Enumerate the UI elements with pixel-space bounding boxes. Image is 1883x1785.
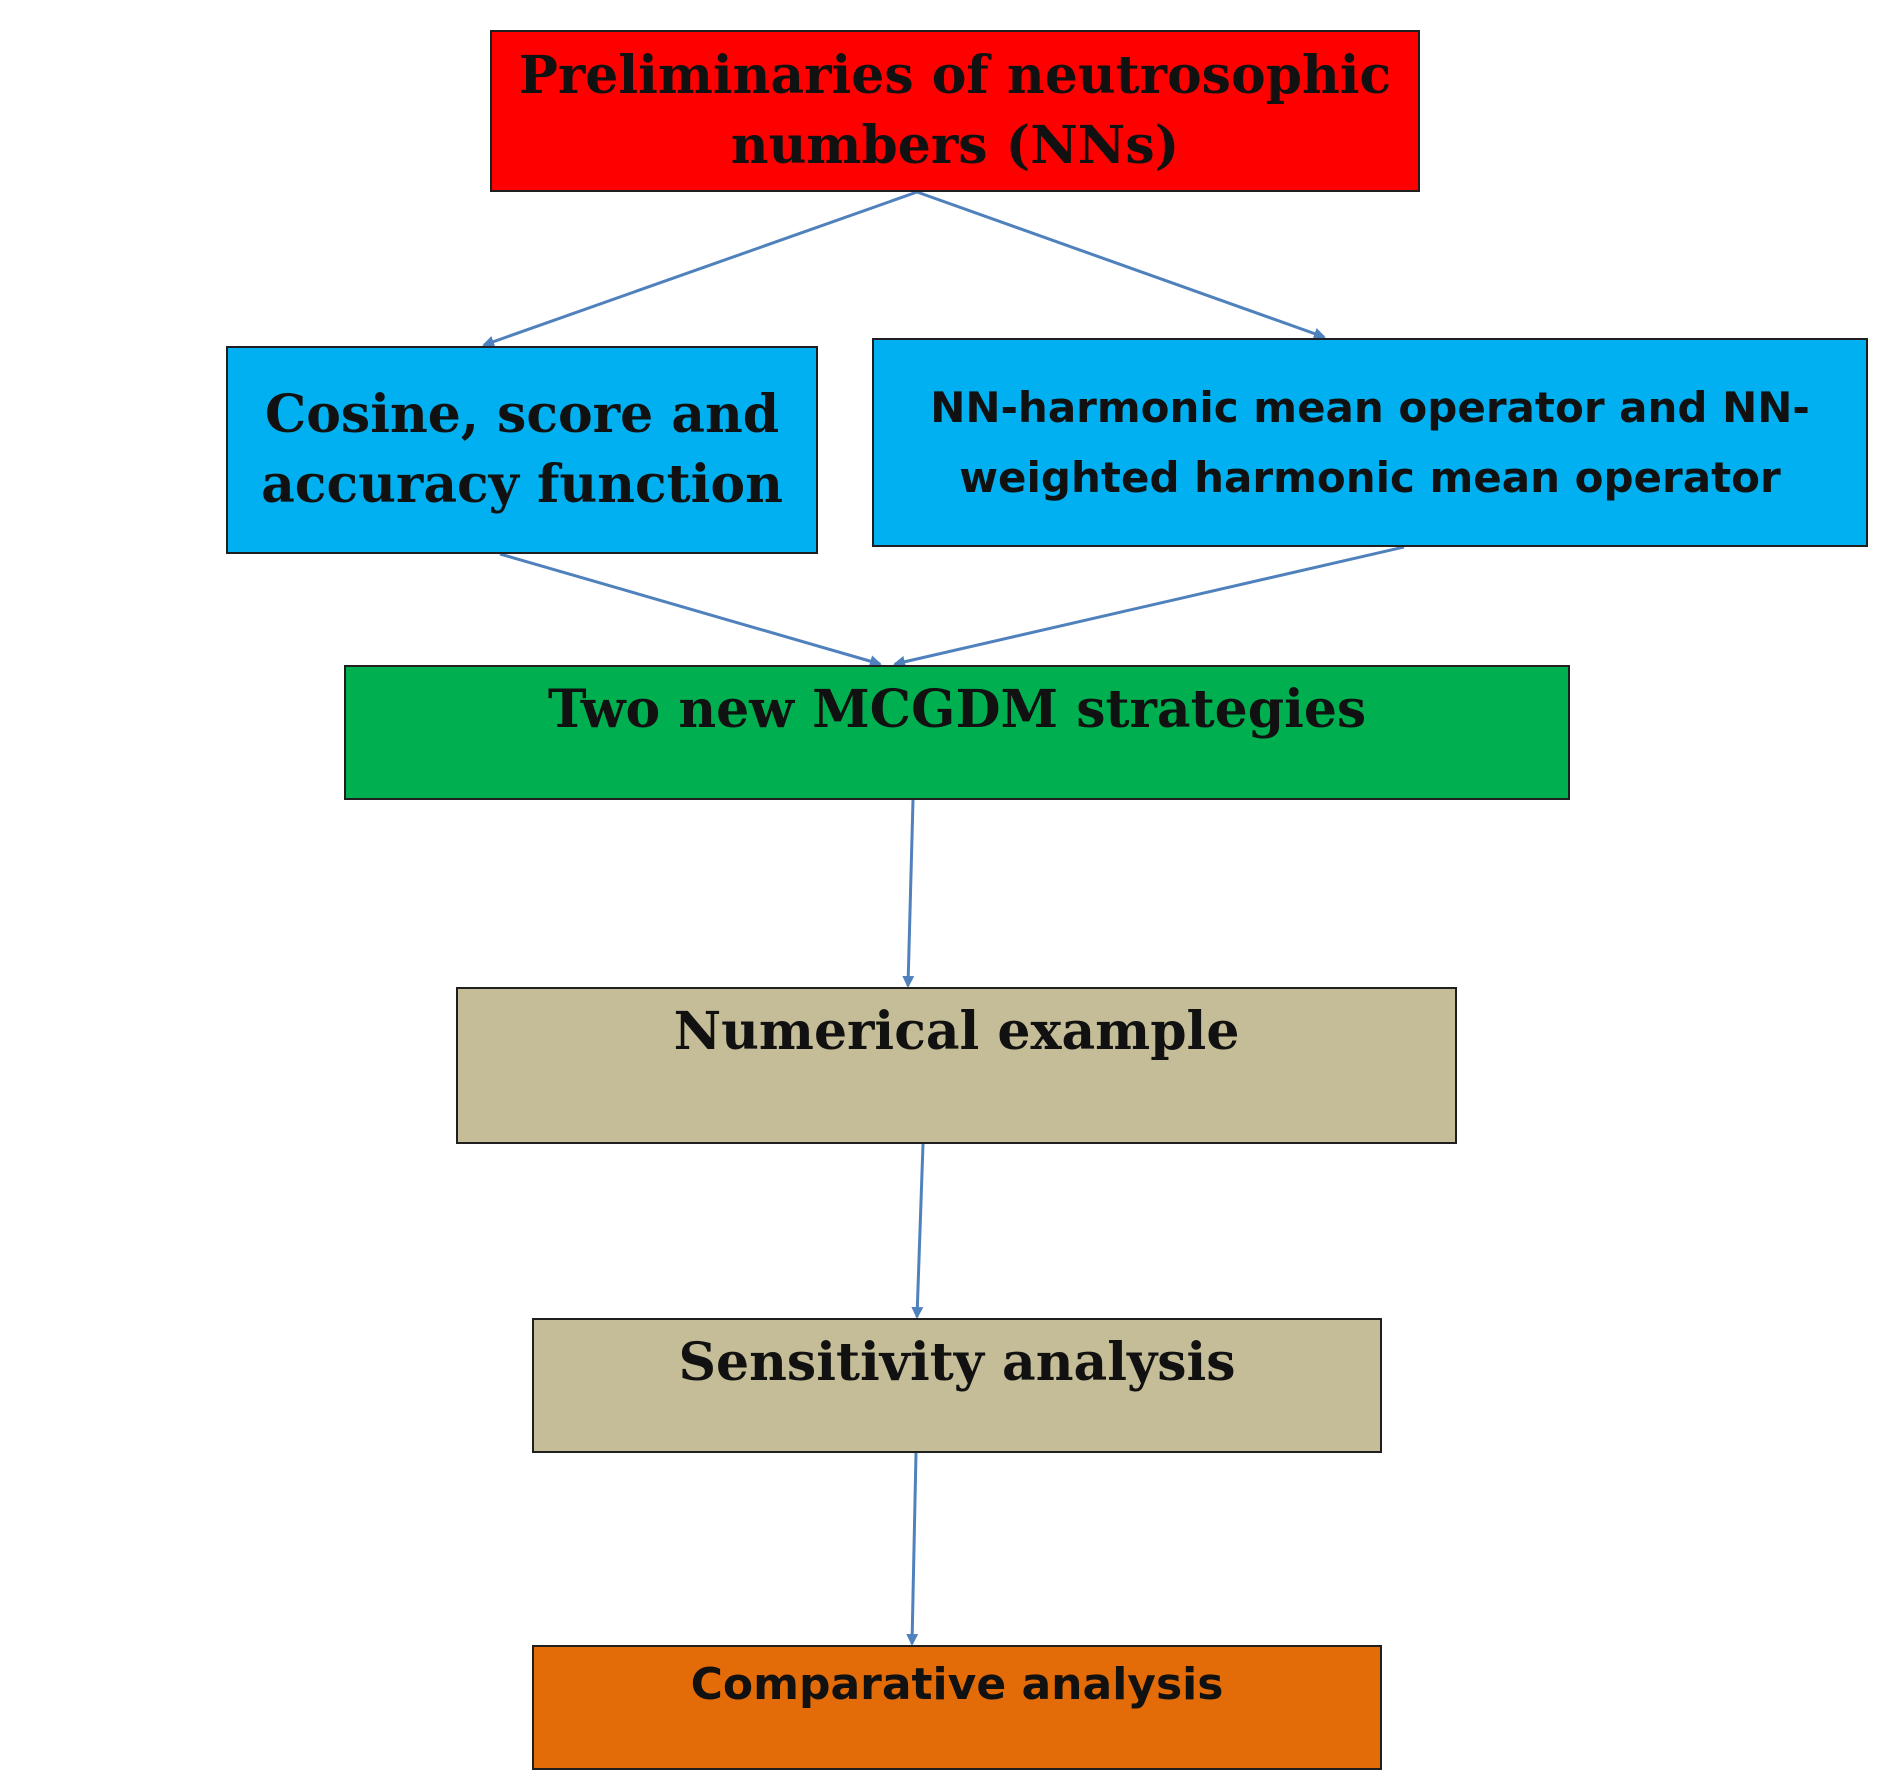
node-mcgdm-label: Two new MCGDM strategies — [547, 679, 1367, 740]
node-preliminaries: Preliminaries of neutrosophic numbers (N… — [490, 30, 1420, 192]
node-harmonic-mean-operators: NN-harmonic mean operator and NN-weighte… — [872, 338, 1868, 547]
arrow-harmonic-to-mcgdm — [893, 545, 1405, 668]
arrow-mcgdm-to-numerical — [902, 799, 915, 988]
node-harmonic-label: NN-harmonic mean operator and NN-weighte… — [930, 383, 1810, 502]
node-comparative-label: Comparative analysis — [690, 1659, 1224, 1710]
node-cosine-score-accuracy: Cosine, score and accuracy function — [226, 346, 818, 554]
node-comparative-analysis: Comparative analysis — [532, 1645, 1382, 1770]
arrow-sensitivity-to-comparative — [906, 1452, 919, 1646]
node-numerical-label: Numerical example — [673, 1001, 1240, 1062]
node-preliminaries-label: Preliminaries of neutrosophic numbers (N… — [518, 44, 1392, 176]
node-cosine-label: Cosine, score and accuracy function — [261, 383, 783, 515]
node-mcgdm-strategies: Two new MCGDM strategies — [344, 665, 1570, 800]
arrow-numerical-to-sensitivity — [911, 1143, 925, 1319]
node-numerical-example: Numerical example — [456, 987, 1457, 1144]
node-sensitivity-analysis: Sensitivity analysis — [532, 1318, 1382, 1453]
arrow-preliminaries-to-harmonic — [916, 190, 1326, 340]
arrow-cosine-to-mcgdm — [499, 552, 882, 667]
arrow-preliminaries-to-cosine — [482, 190, 918, 348]
node-sensitivity-label: Sensitivity analysis — [678, 1332, 1236, 1393]
